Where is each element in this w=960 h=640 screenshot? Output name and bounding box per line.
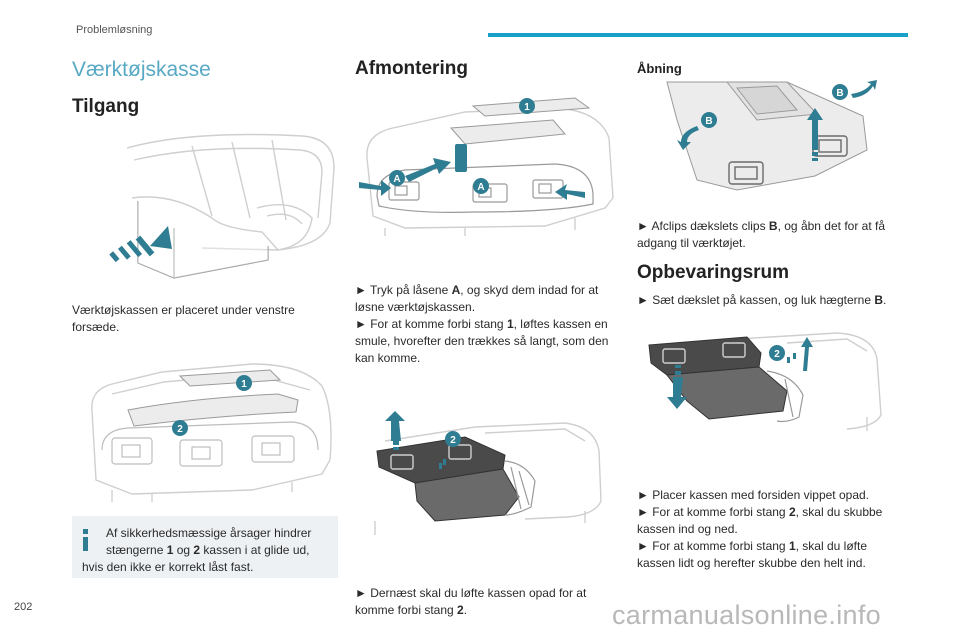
callout-circle-2 (172, 420, 188, 436)
watermark: carmanualsonline.info (612, 600, 881, 630)
note-text-part: og (173, 543, 194, 557)
title-removal: Afmontering (355, 58, 468, 79)
callout-circle-b-right (832, 84, 848, 100)
subtitle-opening: Åbning (637, 61, 682, 76)
toolbox-rails-illustration: 1 2 (91, 363, 332, 502)
page-title: Værktøjskasse (72, 58, 211, 81)
lift-box-illustration: 2 (374, 411, 602, 535)
callout-circle-b-left (701, 112, 717, 128)
text-part: , og skyd dem indad for at (460, 283, 599, 297)
text-part: . (463, 603, 468, 617)
info-icon (83, 529, 88, 551)
figure-release-locks: A A 1 (355, 88, 617, 236)
text-part: ► Dernæst skal du løfte kassen opad for … (355, 586, 587, 600)
running-header: Problemløsning (76, 24, 153, 36)
text-part: ► Placer kassen med forsiden vippet opad… (637, 488, 870, 502)
text-part: komme forbi stang (355, 603, 458, 617)
release-locks-illustration: A A 1 (359, 97, 614, 236)
text-part: smule, hvorefter den trækkes så langt, s… (355, 334, 609, 348)
figure-seat-under (72, 128, 338, 290)
callout-circle-2 (445, 431, 461, 447)
location-text: Værktøjskassen er placeret under venstre… (72, 303, 295, 334)
note-line-2: stængerne 1 og 2 kassen i at glide ud, (82, 542, 328, 559)
callout-circle-2 (769, 345, 785, 361)
store-box-illustration: 2 (648, 332, 882, 431)
figure-lift-box: 2 (355, 411, 617, 543)
header-accent-bar (488, 33, 908, 37)
callout-label-b-right: B (836, 88, 843, 99)
column-left: Værktøjskasse Tilgang (72, 55, 338, 508)
text-part: ► For at komme forbi stang (637, 505, 789, 519)
text-part: . (883, 293, 887, 307)
note-text-part: kassen i at glide ud, (200, 543, 310, 557)
safety-note: Af sikkerhedsmæssige årsager hindrer stæ… (72, 516, 338, 578)
callout-circle-a-left (389, 170, 405, 186)
text-part: ► For at komme forbi stang (637, 539, 789, 553)
text-part: ► Sæt dækslet på kassen, og luk hægterne (637, 293, 875, 307)
callout-circle-1 (236, 375, 252, 391)
column-middle: Afmontering (355, 55, 617, 619)
callout-label-2: 2 (450, 435, 456, 446)
figure-box-rails: 1 2 (72, 350, 338, 508)
ref-b: B (874, 293, 884, 307)
text-part: ► Tryk på låsene (355, 283, 452, 297)
text-part: kan komme. (355, 351, 421, 365)
text-part: , skal du skubbe (795, 505, 883, 519)
text-part: kassen ind og ned. (637, 522, 738, 536)
callout-label-a-left: A (393, 174, 400, 185)
figure-store-box: 2 (637, 331, 899, 437)
open-cover-illustration: B B (666, 80, 877, 191)
page-number: 202 (14, 601, 33, 613)
ref-b: B (768, 219, 778, 233)
text-part: ► Afclips dækslets clips (637, 219, 769, 233)
callout-label-b-left: B (705, 116, 712, 127)
ref-a: A (451, 283, 461, 297)
ref-1: 1 (506, 317, 514, 331)
callout-label-a-right: A (477, 182, 484, 193)
callout-circle-a-right (473, 178, 489, 194)
figure-open-cover: B B (637, 80, 899, 196)
text-part: adgang til værktøjet. (637, 236, 746, 250)
text-part: kassen lidt og herefter skubbe den helt … (637, 556, 866, 570)
callout-label-1: 1 (241, 379, 247, 390)
callout-label-2: 2 (774, 349, 780, 360)
removal-steps-text: ► Tryk på låsene A, og skyd dem indad fo… (355, 282, 617, 367)
text-part: løsne værktøjskassen. (355, 300, 476, 314)
text-part: , løftes kassen en (513, 317, 608, 331)
lift-step-text: ► Dernæst skal du løfte kassen opad for … (355, 585, 617, 619)
callout-circle-1 (519, 98, 535, 114)
callout-label-1: 1 (524, 102, 530, 113)
store-steps-text: ► Placer kassen med forsiden vippet opad… (637, 487, 899, 572)
seat-illustration (109, 133, 335, 279)
note-ref-2: 2 (193, 543, 201, 557)
opening-step-text: ► Afclips dækslets clips B, og åbn det f… (637, 218, 899, 252)
subtitle-storage: Opbevaringsrum (637, 262, 790, 283)
ref-2: 2 (788, 505, 796, 519)
note-line-1: Af sikkerhedsmæssige årsager hindrer (106, 526, 312, 540)
column-right: Åbning B B (637, 55, 899, 572)
note-text-part: stængerne (106, 543, 167, 557)
text-part: , og åbn det for at få (777, 219, 886, 233)
ref-2: 2 (457, 603, 464, 617)
ref-1: 1 (788, 539, 796, 553)
note-ref-1: 1 (166, 543, 174, 557)
note-text: Af sikkerhedsmæssige årsager hindrer stæ… (82, 525, 328, 576)
note-line-3: hvis den ikke er korrekt låst fast. (82, 560, 254, 574)
callout-label-2: 2 (177, 424, 183, 435)
storage-step-text: ► Sæt dækslet på kassen, og luk hægterne… (637, 292, 899, 309)
text-part: , skal du løfte (795, 539, 867, 553)
text-part: ► For at komme forbi stang (355, 317, 507, 331)
subtitle-access: Tilgang (72, 96, 140, 117)
